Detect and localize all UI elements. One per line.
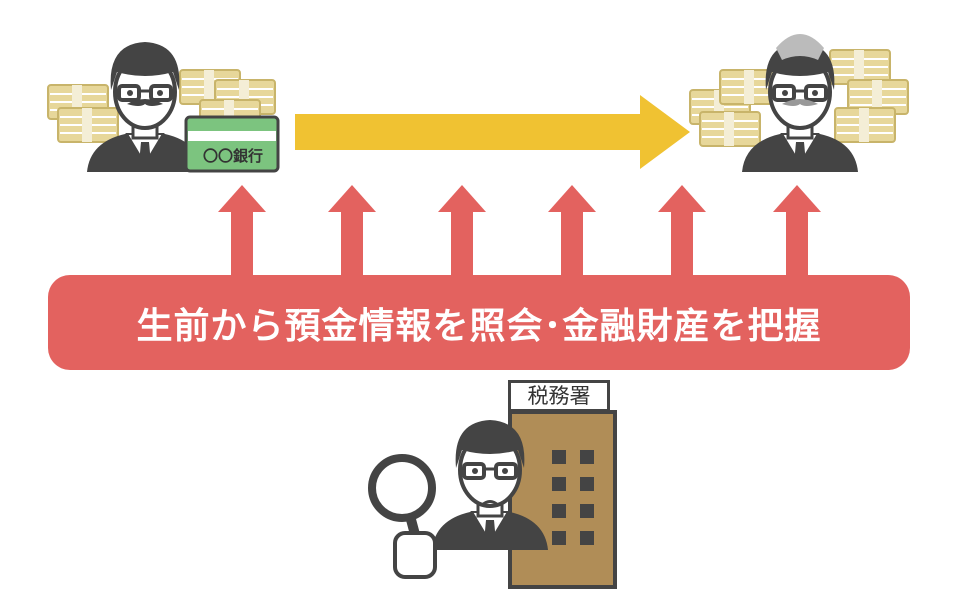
summary-banner: 生前から預金情報を照会･金融財産を把握 <box>48 275 910 370</box>
flow-arrow <box>295 95 690 169</box>
bank-card-label: 〇〇銀行 <box>202 147 263 165</box>
tax-officer-icon <box>430 418 550 552</box>
tax-office-building-icon <box>508 410 617 589</box>
up-arrow-3 <box>438 185 486 276</box>
tax-office-sign: 税務署 <box>508 380 610 412</box>
bank-card-icon <box>184 115 280 173</box>
up-arrow-1 <box>218 185 266 276</box>
magnifier-icon <box>368 454 437 579</box>
up-arrow-6 <box>773 185 821 276</box>
up-arrow-5 <box>658 185 706 276</box>
up-arrows <box>218 185 821 276</box>
up-arrow-2 <box>328 185 376 276</box>
up-arrow-4 <box>548 185 596 276</box>
person-after-icon <box>740 34 860 174</box>
banner-text: 生前から預金情報を照会･金融財産を把握 <box>136 305 822 347</box>
person-before-icon <box>85 40 205 174</box>
